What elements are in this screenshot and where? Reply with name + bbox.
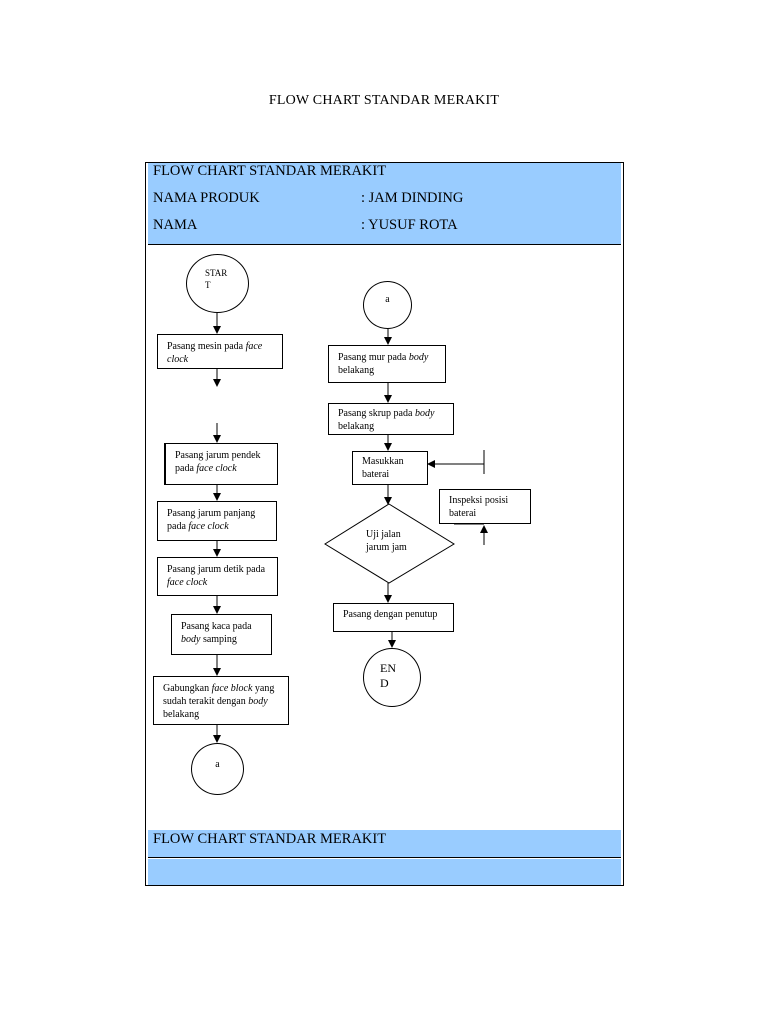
step9-text-2: baterai bbox=[362, 469, 390, 480]
step8-italic: body bbox=[414, 408, 435, 419]
step7-italic: body bbox=[408, 352, 429, 363]
product-label: NAMA PRODUK bbox=[153, 190, 260, 206]
step1-italic: face bbox=[245, 341, 263, 352]
step6-italic-2: body bbox=[248, 696, 268, 707]
step6-text-3: sudah terakit dengan bbox=[163, 696, 249, 707]
inspect-text-2: baterai bbox=[449, 508, 477, 519]
step6-text-2: yang bbox=[252, 683, 275, 694]
product-value: : JAM DINDING bbox=[361, 190, 464, 206]
step-inspeksi-posisi: Inspeksi posisi baterai bbox=[439, 489, 531, 524]
step-pasang-mur: Pasang mur pada body belakang bbox=[328, 345, 446, 383]
step8-text-2: belakang bbox=[338, 421, 375, 432]
step-pasang-skrup: Pasang skrup pada body belakang bbox=[328, 403, 454, 435]
step4-italic: face clock bbox=[167, 577, 208, 588]
step8-text: Pasang skrup pada bbox=[338, 408, 415, 419]
decision-text-2: jarum jam bbox=[366, 542, 407, 553]
connector-a-out-label: a bbox=[215, 759, 220, 770]
flowchart-frame: FLOW CHART STANDAR MERAKIT NAMA PRODUK :… bbox=[145, 162, 624, 886]
step2-text-2: pada bbox=[175, 463, 197, 474]
footer-title: FLOW CHART STANDAR MERAKIT bbox=[153, 831, 387, 847]
end-label-2: D bbox=[380, 676, 389, 690]
decision-diamond bbox=[324, 503, 455, 584]
decision-text: Uji jalan bbox=[366, 529, 401, 540]
end-terminal: EN D bbox=[363, 648, 421, 707]
step-jarum-detik: Pasang jarum detik pada face clock bbox=[157, 557, 278, 596]
step5-text: Pasang kaca pada bbox=[181, 621, 252, 632]
step3-text-2: pada bbox=[167, 521, 189, 532]
offpage-connector-a-in: a bbox=[363, 281, 412, 329]
step3-italic: face clock bbox=[188, 521, 229, 532]
decision-label: Uji jalan jarum jam bbox=[366, 528, 407, 554]
step-jarum-panjang: Pasang jarum panjang pada face clock bbox=[157, 501, 277, 541]
step4-text: Pasang jarum detik pada bbox=[167, 564, 266, 575]
step7-text-2: belakang bbox=[338, 365, 375, 376]
step-jarum-pendek: Pasang jarum pendek pada face clock bbox=[164, 443, 278, 485]
footer-band-empty bbox=[148, 859, 621, 885]
name-value: : YUSUF ROTA bbox=[361, 217, 458, 233]
step6-text: Gabungkan bbox=[163, 683, 212, 694]
step3-text: Pasang jarum panjang bbox=[167, 508, 256, 519]
step-gabungkan: Gabungkan face block yang sudah terakit … bbox=[153, 676, 289, 725]
start-terminal: STAR T bbox=[186, 254, 249, 313]
footer-band: FLOW CHART STANDAR MERAKIT bbox=[148, 830, 621, 858]
step9-text: Masukkan bbox=[362, 456, 404, 467]
start-label-1: STAR bbox=[205, 268, 228, 278]
step1-text: Pasang mesin pada bbox=[167, 341, 246, 352]
offpage-connector-a-out: a bbox=[191, 743, 244, 795]
step2-italic: face clock bbox=[196, 463, 237, 474]
step2-text: Pasang jarum pendek bbox=[175, 450, 261, 461]
step10-text: Pasang dengan penutup bbox=[343, 609, 438, 620]
header-band: FLOW CHART STANDAR MERAKIT NAMA PRODUK :… bbox=[148, 163, 621, 245]
step-pasang-penutup: Pasang dengan penutup bbox=[333, 603, 454, 632]
header-title: FLOW CHART STANDAR MERAKIT bbox=[153, 163, 387, 179]
step5-text-2: samping bbox=[200, 634, 237, 645]
step5-italic: body bbox=[181, 634, 201, 645]
page-title: FLOW CHART STANDAR MERAKIT bbox=[268, 93, 500, 108]
end-label-1: EN bbox=[380, 661, 396, 675]
step-pasang-mesin: Pasang mesin pada face clock bbox=[157, 334, 283, 369]
connector-a-in-label: a bbox=[385, 294, 390, 305]
inspect-text: Inspeksi posisi bbox=[449, 495, 509, 506]
step6-text-4: belakang bbox=[163, 709, 200, 720]
step6-italic: face block bbox=[211, 683, 253, 694]
start-label-2: T bbox=[205, 280, 211, 290]
step7-text: Pasang mur pada bbox=[338, 352, 409, 363]
step-kaca: Pasang kaca pada body samping bbox=[171, 614, 272, 655]
step-masukkan-baterai: Masukkan baterai bbox=[352, 451, 428, 485]
name-label: NAMA bbox=[153, 217, 198, 233]
step1-italic-2: clock bbox=[167, 354, 189, 365]
